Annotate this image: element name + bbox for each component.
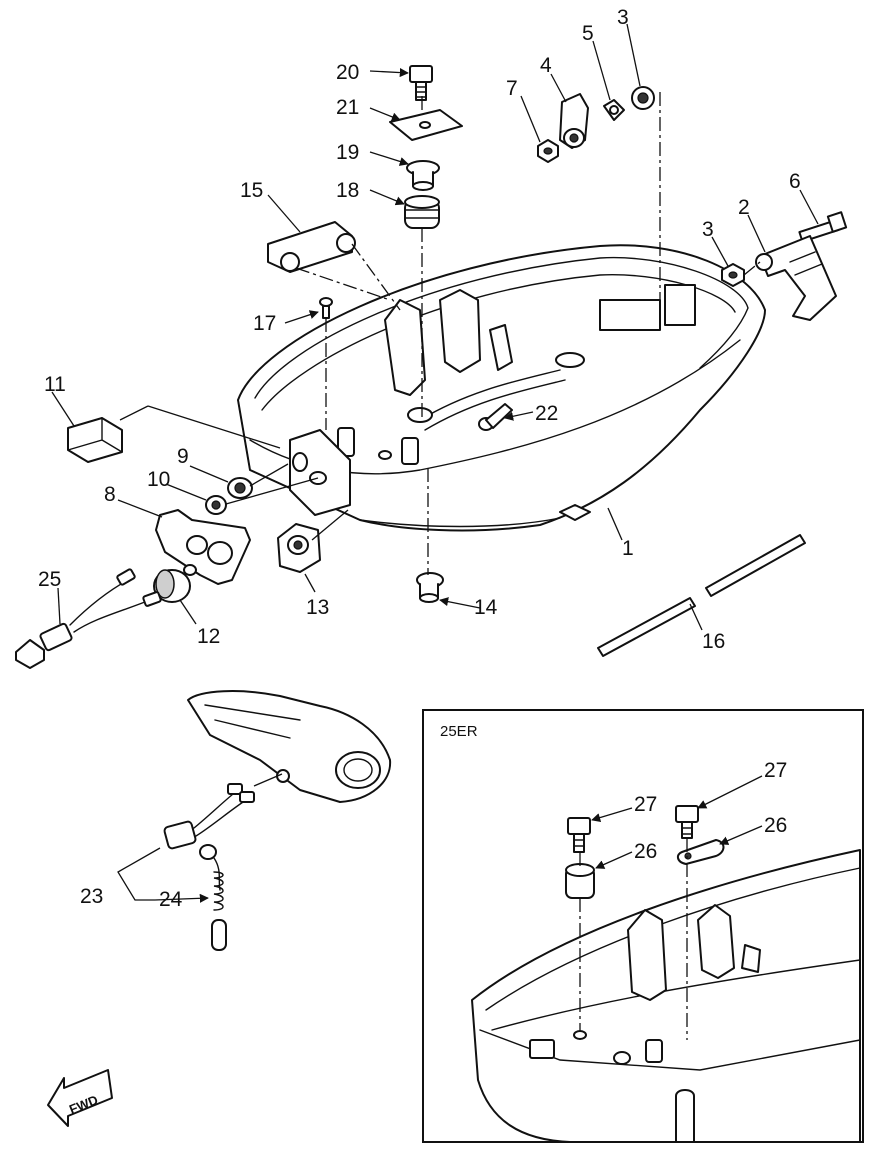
clip-22 <box>478 403 513 431</box>
inset-title: 25ER <box>440 723 478 740</box>
cap-11 <box>67 417 123 463</box>
grommet-plate-13 <box>277 523 321 573</box>
stop-switch-23 <box>163 783 255 850</box>
label-15: 15 <box>240 179 263 202</box>
label-1: 1 <box>622 537 634 560</box>
collar-26 <box>565 863 595 899</box>
label-18: 18 <box>336 179 359 202</box>
label-26-right: 26 <box>764 814 787 837</box>
bracket-2 <box>755 235 837 321</box>
bracket-15 <box>267 221 356 273</box>
label-24: 24 <box>159 888 183 911</box>
screw-17 <box>319 297 333 319</box>
label-8: 8 <box>104 483 116 506</box>
label-5: 5 <box>582 22 594 45</box>
label-11: 11 <box>44 373 66 396</box>
nut-3-right <box>721 263 745 287</box>
inset-25er: 25ER <box>422 709 864 1143</box>
label-19: 19 <box>336 141 359 164</box>
label-16: 16 <box>702 630 725 653</box>
plate-8 <box>155 509 251 585</box>
lanyard-24 <box>199 844 227 951</box>
bolt-27-left <box>567 817 591 853</box>
lever-4 <box>559 93 589 149</box>
label-17: 17 <box>253 312 276 335</box>
label-3-top: 3 <box>617 6 629 29</box>
nut-10 <box>205 495 227 515</box>
nut-3-top <box>631 86 655 110</box>
part-labels: 20 21 19 18 15 17 7 4 5 3 3 2 6 22 11 9 … <box>38 6 801 911</box>
label-3-right: 3 <box>702 218 714 241</box>
label-27-right: 27 <box>764 759 787 782</box>
nut-7 <box>537 139 559 163</box>
label-7: 7 <box>506 77 518 100</box>
label-23: 23 <box>80 885 103 908</box>
switch-25 <box>15 568 162 669</box>
grommet-14 <box>416 572 444 603</box>
label-12: 12 <box>197 625 220 648</box>
assembly-axes <box>295 92 761 575</box>
bolt-20 <box>409 65 433 101</box>
label-27-left: 27 <box>634 793 657 816</box>
tiller-handle <box>187 690 392 803</box>
rod-16 <box>597 534 806 657</box>
label-13: 13 <box>306 596 329 619</box>
label-14: 14 <box>474 596 498 619</box>
clip-5 <box>603 99 625 121</box>
label-22: 22 <box>535 402 558 425</box>
bottom-cowling <box>237 244 766 532</box>
label-9: 9 <box>177 445 189 468</box>
label-25: 25 <box>38 568 61 591</box>
label-20: 20 <box>336 61 359 84</box>
fwd-arrow: FWD <box>47 1069 113 1127</box>
label-2: 2 <box>738 196 750 219</box>
cap-12 <box>153 569 191 603</box>
label-4: 4 <box>540 54 552 77</box>
collar-19 <box>406 160 440 191</box>
grommet-9 <box>227 477 253 499</box>
label-21: 21 <box>336 96 359 119</box>
label-10: 10 <box>147 468 170 491</box>
bolt-27-right <box>675 805 699 839</box>
label-6: 6 <box>789 170 801 193</box>
label-26-left: 26 <box>634 840 657 863</box>
leader-lines <box>51 23 819 903</box>
grommet-18 <box>404 195 440 229</box>
